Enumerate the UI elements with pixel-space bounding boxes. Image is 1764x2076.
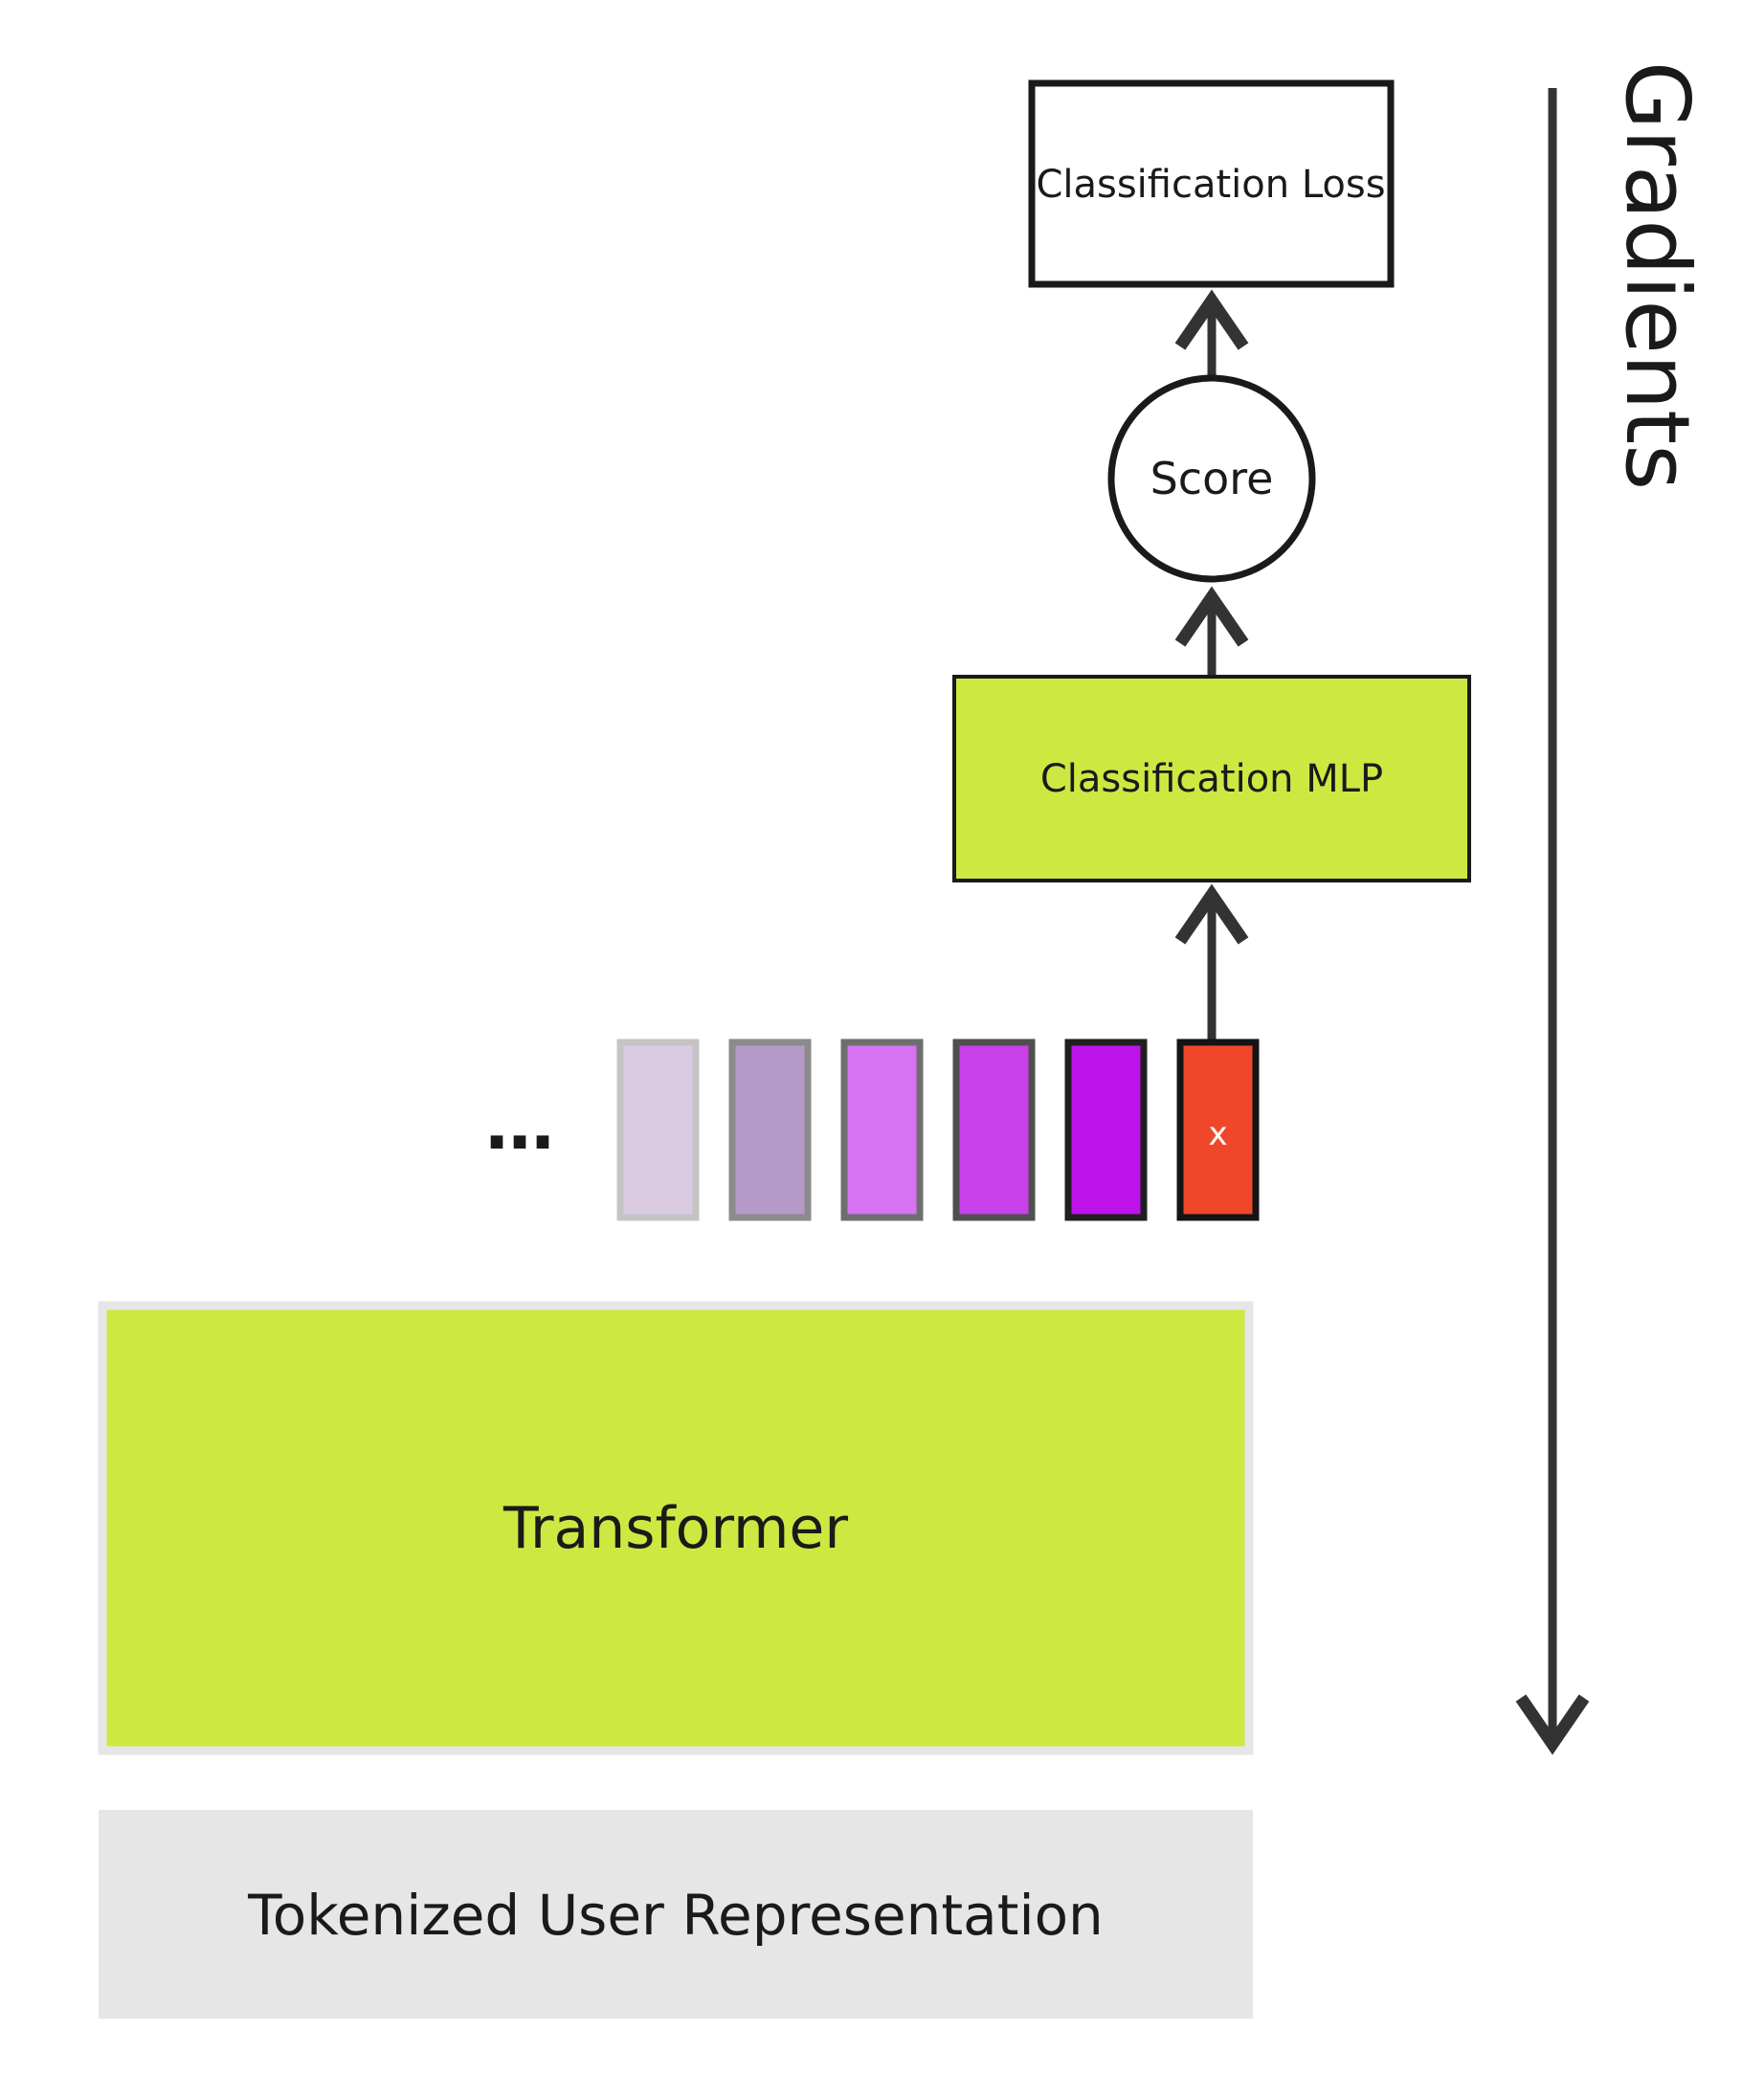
token-ellipsis: … — [485, 1084, 554, 1165]
token-5 — [1064, 1038, 1148, 1221]
classification-loss-box — [1028, 79, 1395, 288]
transformer-box — [98, 1301, 1254, 1755]
tokenized-input-label: Tokenized User Representation — [247, 1883, 1104, 1948]
token-3 — [840, 1038, 924, 1221]
token-2 — [728, 1038, 812, 1221]
token-4 — [952, 1038, 1036, 1221]
last-token-label: x — [1208, 1115, 1227, 1153]
gradients-label: Gradients — [1606, 61, 1708, 490]
classification-loss-label: Classification Loss — [1036, 163, 1385, 207]
token-sequence: x — [616, 1038, 1260, 1221]
classification-mlp-label: Classification MLP — [1040, 757, 1383, 801]
token-6 — [1176, 1038, 1260, 1221]
arrow-token-to-mlp-head — [1174, 883, 1249, 945]
arrow-mlp-to-score-head — [1174, 586, 1249, 647]
gradients-arrow-head — [1515, 1694, 1590, 1755]
classification-mlp-box — [952, 675, 1471, 882]
token-1 — [616, 1038, 700, 1221]
tokenized-input-box — [99, 1810, 1253, 2019]
arrow-score-to-loss-head — [1174, 289, 1249, 350]
score-label: Score — [1150, 453, 1274, 504]
score-circle — [1107, 374, 1316, 583]
transformer-label: Transformer — [502, 1495, 848, 1562]
